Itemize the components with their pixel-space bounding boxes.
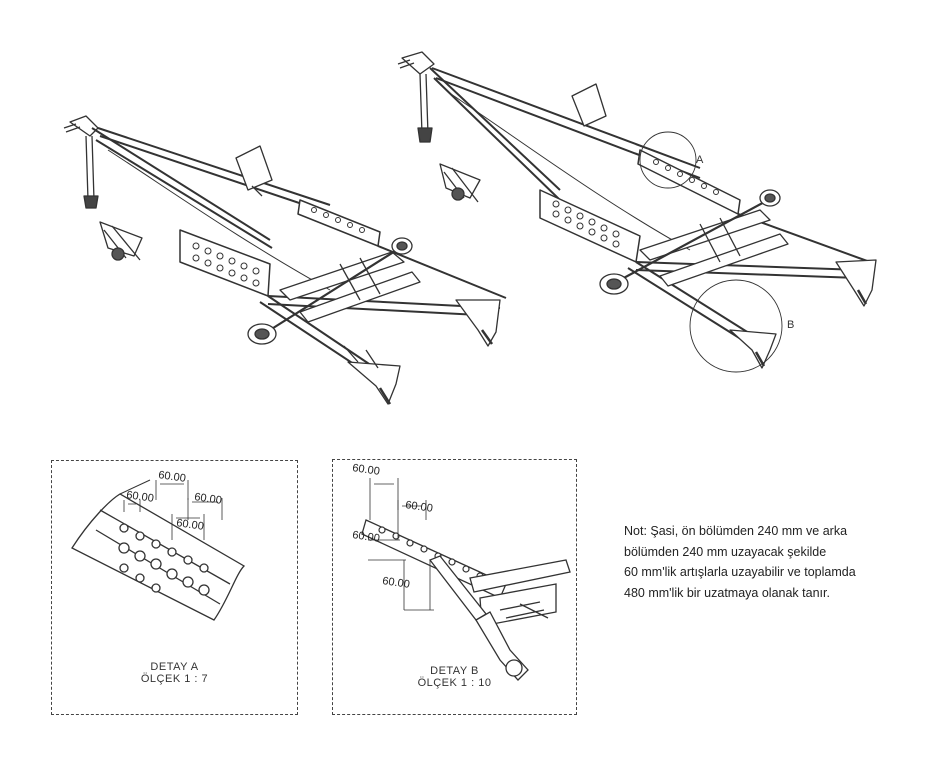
detail-b-title: DETAY B	[430, 665, 479, 677]
detail-a-dim-2: 60.00	[158, 469, 187, 485]
extension-note: Not: Şasi, ön bölümden 240 mm ve arka bö…	[624, 521, 894, 603]
detail-b-caption: DETAY B ÖLÇEK 1 : 10	[333, 665, 576, 689]
callout-circle-a	[639, 131, 697, 189]
callout-label-a: A	[696, 154, 704, 166]
detail-a-scale: ÖLÇEK 1 : 7	[140, 673, 209, 685]
detail-a-box: DETAY A ÖLÇEK 1 : 7	[51, 460, 298, 715]
detail-a-dimensions: 60.00 60.00 60.00 60.00	[126, 469, 223, 533]
detail-b-dim-1: 60.00	[352, 462, 381, 478]
note-line-2: bölümden 240 mm uzayacak şekilde	[624, 544, 827, 559]
detail-b-dim-4: 60.00	[382, 575, 411, 591]
detail-b-dim-3: 60.00	[352, 529, 381, 545]
callout-circle-b	[689, 279, 783, 373]
detail-b-dimensions: 60.00 60.00 60.00 60.00	[352, 462, 434, 591]
detail-b-scale: ÖLÇEK 1 : 10	[417, 677, 492, 689]
detail-a-drawing	[71, 479, 246, 621]
note-line-4: 480 mm'lik bir uzatmaya olanak tanır.	[624, 585, 830, 600]
note-line-1: Not: Şasi, ön bölümden 240 mm ve arka	[624, 524, 848, 538]
detail-a-title: DETAY A	[150, 661, 199, 673]
detail-b-box: DETAY B ÖLÇEK 1 : 10	[332, 459, 577, 715]
detail-a-caption: DETAY A ÖLÇEK 1 : 7	[52, 661, 297, 685]
left-chassis	[63, 115, 507, 405]
note-line-3: 60 mm'lik artışlarla uzayabilir ve topla…	[624, 565, 856, 579]
detail-a-dim-1: 60.00	[126, 489, 155, 505]
detail-b-dim-2: 60.00	[405, 499, 434, 515]
detail-a-dim-4: 60.00	[194, 491, 223, 507]
detail-a-dim-3: 60.00	[176, 517, 205, 533]
callout-label-b: B	[787, 319, 794, 331]
detail-b-drawing	[361, 478, 571, 681]
right-chassis	[397, 51, 877, 373]
